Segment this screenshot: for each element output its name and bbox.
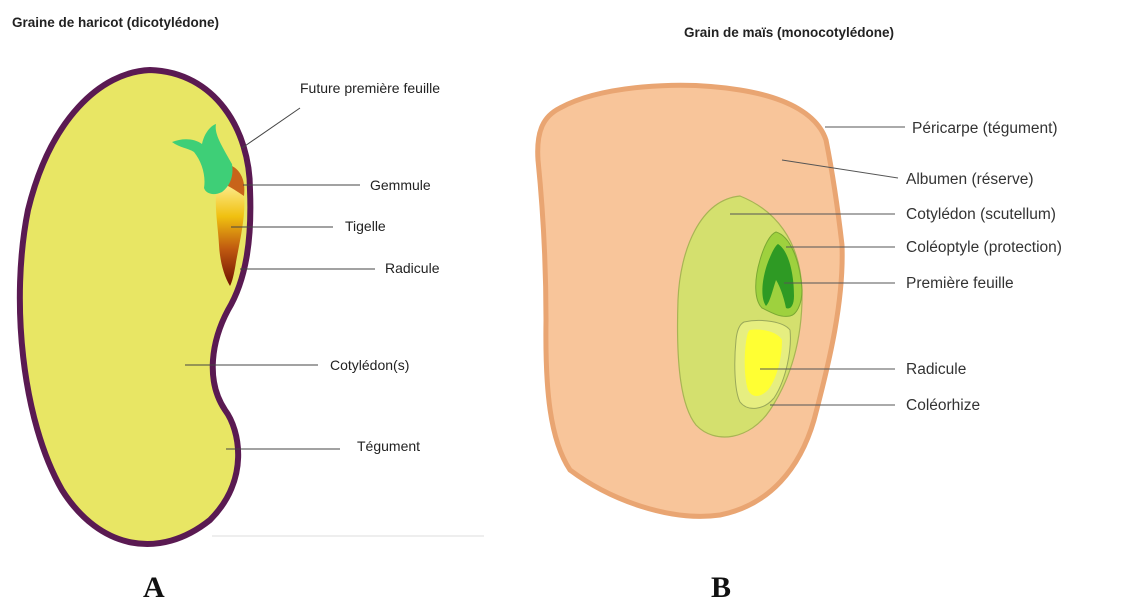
label-coleoptyle: Coléoptyle (protection) <box>906 239 1062 256</box>
panel-b-letter: B <box>711 571 731 598</box>
label-gemmule: Gemmule <box>370 177 431 193</box>
panel-a-letter: A <box>143 571 165 598</box>
panel-b-title: Grain de maïs (monocotylédone) <box>684 25 894 40</box>
label-cotyledons: Cotylédon(s) <box>330 357 409 373</box>
label-tigelle: Tigelle <box>345 218 386 234</box>
label-tegument: Tégument <box>357 438 420 454</box>
label-future-first-leaf: Future première feuille <box>300 80 440 96</box>
label-cotyledon-b: Cotylédon (scutellum) <box>906 206 1056 223</box>
label-albumen: Albumen (réserve) <box>906 171 1034 188</box>
label-pericarpe: Péricarpe (tégument) <box>912 120 1058 137</box>
label-first-leaf-b: Première feuille <box>906 275 1014 292</box>
leader-future-first-leaf <box>242 108 300 148</box>
label-radicule-b: Radicule <box>906 361 966 378</box>
label-coleorhize: Coléorhize <box>906 397 980 414</box>
panel-a-title: Graine de haricot (dicotylédone) <box>12 15 219 30</box>
label-radicule-a: Radicule <box>385 260 440 276</box>
